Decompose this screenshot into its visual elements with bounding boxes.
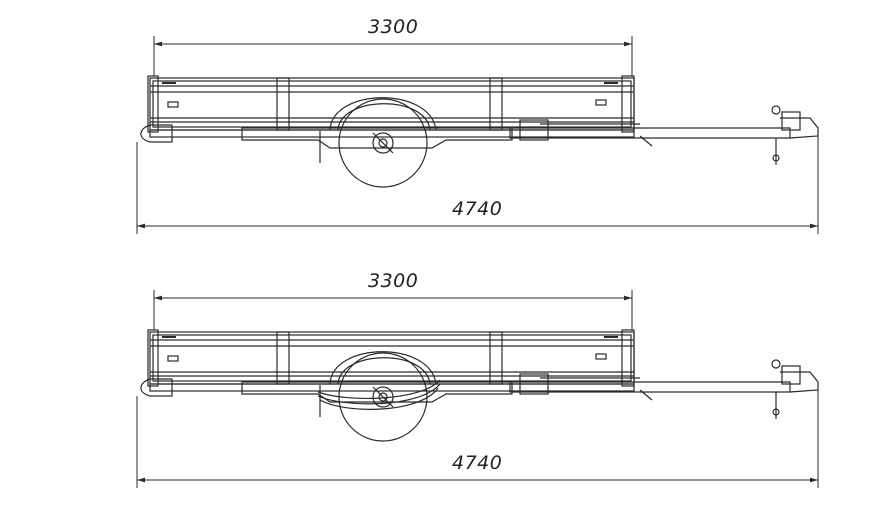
overall-length-label-bottom: 4740	[452, 452, 503, 474]
trailer-top	[136, 36, 819, 234]
body-length-label-bottom: 3300	[368, 270, 419, 292]
body-length-label-top: 3300	[368, 16, 419, 38]
overall-length-label-top: 4740	[452, 198, 503, 220]
trailer-bottom	[136, 290, 819, 488]
